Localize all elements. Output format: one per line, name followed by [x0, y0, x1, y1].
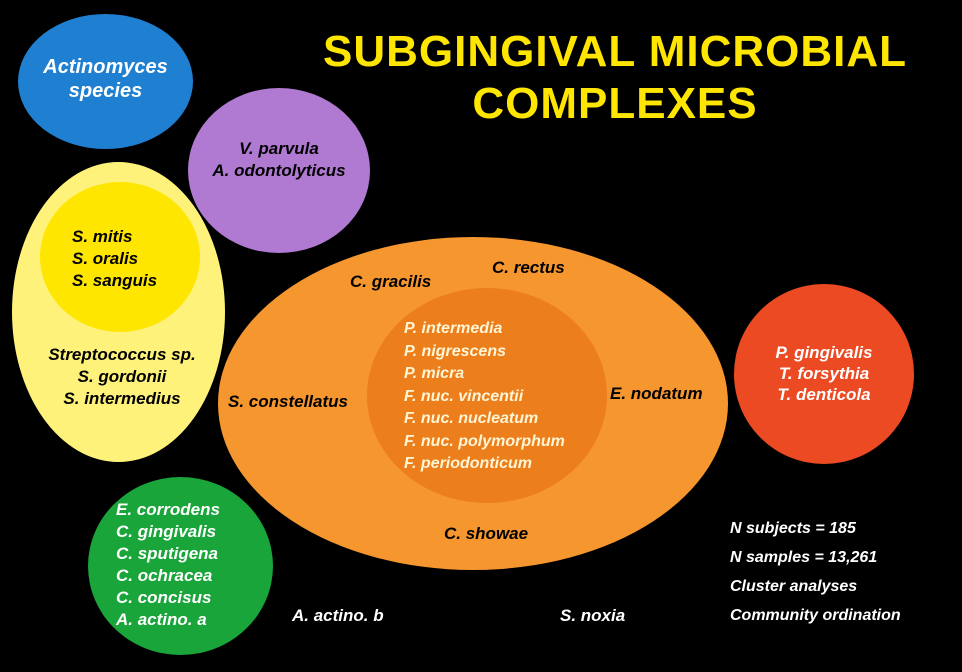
species-t-forsythia: T. forsythia: [778, 364, 870, 383]
actinomyces-label-line1: Actinomyces: [43, 56, 168, 78]
species-f-nuc-vincentii: F. nuc. vincentii: [404, 387, 524, 405]
species-s-sanguis: S. sanguis: [72, 271, 158, 290]
actinomyces-complex-circle: [18, 14, 193, 149]
note-n-subjects: N subjects = 185: [730, 520, 856, 537]
species-p-intermedia: P. intermedia: [404, 320, 503, 337]
species-f-nuc-nucleatum: F. nuc. nucleatum: [404, 410, 539, 427]
species-v-parvula: V. parvula: [239, 139, 319, 158]
species-p-gingivalis: P. gingivalis: [775, 343, 873, 362]
note-cluster-analyses: Cluster analyses: [730, 578, 858, 595]
title-line-1: SUBGINGIVAL MICROBIAL: [322, 27, 908, 76]
red-complex-circle: [734, 284, 914, 464]
yellow-inner-species: S. mitis S. oralis S. sanguis: [72, 226, 157, 292]
species-e-corrodens: E. corrodens: [116, 500, 220, 519]
title-line-2: COMPLEXES: [472, 79, 758, 128]
species-a-actino-a: A. actino. a: [116, 610, 207, 629]
species-c-gracilis: C. gracilis: [350, 272, 432, 291]
red-complex-species: P. gingivalis T. forsythia T. denticola: [734, 342, 914, 405]
orange-inner-species: P. intermedia P. nigrescens P. micra F. …: [404, 318, 565, 476]
species-c-gingivalis: C. gingivalis: [116, 522, 217, 541]
species-s-gordonii: S. gordonii: [77, 367, 167, 386]
purple-complex-circle: [188, 88, 370, 253]
species-c-sputigena: C. sputigena: [116, 544, 219, 563]
study-notes: N subjects = 185 N samples = 13,261 Clus…: [730, 514, 901, 630]
yellow-complex-inner-circle: [40, 182, 200, 332]
species-c-concisus: C. concisus: [116, 588, 212, 607]
green-complex-circle: [88, 477, 273, 655]
species-t-denticola: T. denticola: [777, 385, 871, 404]
species-f-nuc-polymorphum: F. nuc. polymorphum: [404, 432, 565, 450]
diagram-title: SUBGINGIVAL MICROBIAL COMPLEXES: [270, 26, 960, 130]
species-c-showae: C. showae: [444, 524, 529, 543]
species-s-constellatus: S. constellatus: [228, 392, 348, 411]
actinomyces-label: Actinomyces species: [18, 55, 193, 103]
actinomyces-label-line2: species: [68, 80, 143, 102]
species-s-intermedius: S. intermedius: [63, 389, 181, 408]
green-complex-species: E. corrodens C. gingivalis C. sputigena …: [116, 499, 220, 631]
note-n-samples: N samples = 13,261: [730, 549, 878, 566]
note-community-ordination: Community ordination: [730, 607, 901, 624]
species-f-periodonticum: F. periodonticum: [404, 455, 532, 472]
species-p-micra: P. micra: [404, 365, 465, 382]
species-a-odontolyticus: A. odontolyticus: [212, 161, 346, 180]
species-c-ochracea: C. ochracea: [116, 566, 213, 585]
yellow-outer-species: Streptococcus sp. S. gordonii S. interme…: [22, 344, 222, 410]
species-s-mitis: S. mitis: [72, 227, 133, 246]
species-a-actino-b: A. actino. b: [292, 606, 384, 625]
species-e-nodatum: E. nodatum: [610, 384, 703, 403]
species-p-nigrescens: P. nigrescens: [404, 342, 506, 360]
species-s-noxia: S. noxia: [560, 606, 626, 625]
species-s-oralis: S. oralis: [72, 249, 139, 268]
orange-complex-inner-circle: [367, 288, 607, 503]
purple-complex-species: V. parvula A. odontolyticus: [188, 138, 370, 182]
species-streptococcus-sp: Streptococcus sp.: [48, 345, 196, 364]
species-c-rectus: C. rectus: [492, 258, 565, 277]
